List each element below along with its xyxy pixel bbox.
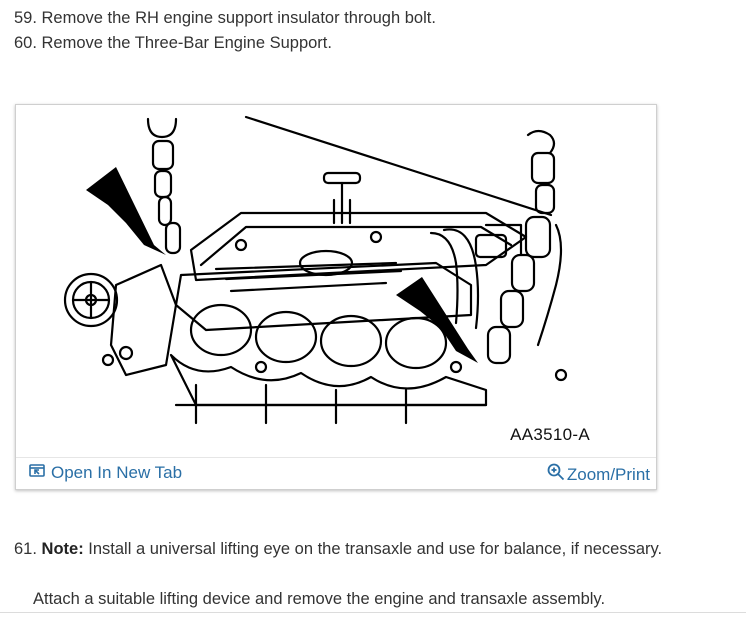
- zoom-print-link[interactable]: Zoom/Print: [547, 463, 650, 486]
- open-new-tab-icon: [29, 463, 45, 483]
- bottom-divider: [0, 612, 746, 613]
- open-in-new-tab-link[interactable]: Open In New Tab: [29, 463, 182, 483]
- zoom-magnifier-icon: [547, 463, 565, 486]
- left-arrow-mark: [86, 167, 166, 255]
- zoom-print-label: Zoom/Print: [566, 464, 650, 484]
- step-60: 60. Remove the Three-Bar Engine Support.: [14, 34, 332, 52]
- open-in-new-tab-label: Open In New Tab: [51, 463, 183, 482]
- figure-footer: Open In New Tab Zoom/Print: [16, 457, 656, 488]
- engine-illustration: [63, 115, 568, 425]
- attach-instruction: Attach a suitable lifting device and rem…: [33, 590, 606, 608]
- step-61: 61. Note: Install a universal lifting ey…: [14, 540, 662, 559]
- step-61-number: 61.: [14, 540, 37, 558]
- figure-panel: AA3510-A Open In New Tab: [15, 104, 657, 490]
- step-61-note-label: Note:: [41, 540, 84, 558]
- step-59: 59. Remove the RH engine support insulat…: [14, 9, 436, 27]
- right-arrow-mark: [396, 277, 478, 363]
- figure-id-label: AA3510-A: [510, 425, 590, 444]
- step-61-text: Install a universal lifting eye on the t…: [83, 540, 663, 558]
